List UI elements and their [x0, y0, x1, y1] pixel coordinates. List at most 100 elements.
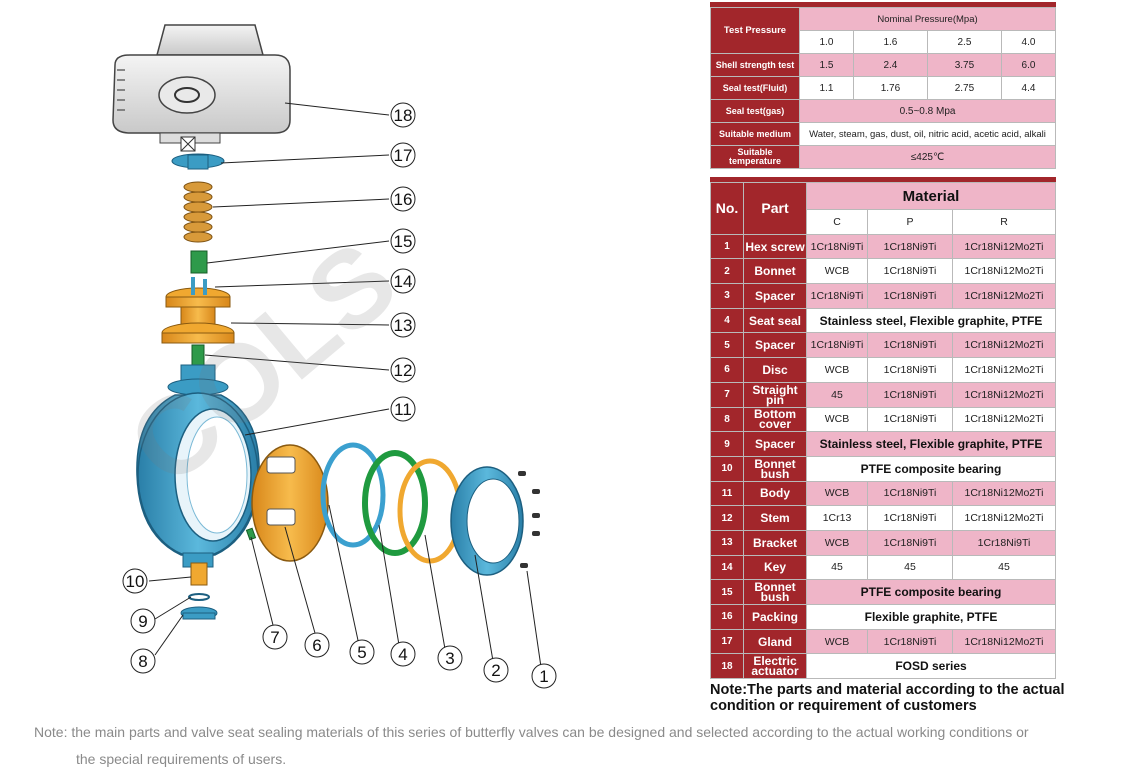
callout-13: 13: [390, 312, 416, 338]
row-material-p: 1Cr18Ni9Ti: [867, 480, 953, 507]
bonnet-bush-upper-part: [190, 250, 208, 274]
callout-15: 15: [390, 228, 416, 254]
page-note: Note: the main parts and valve seat seal…: [34, 719, 1094, 773]
bonnet-bush-lower-part: [190, 562, 208, 586]
disc-part: [251, 444, 329, 562]
grade-c-header: C: [806, 209, 868, 235]
row-part: Bonnet bush: [743, 455, 807, 482]
row-material-c: 1Cr13: [806, 505, 868, 531]
callout-1: 1: [531, 663, 557, 689]
row-material-p: 1Cr18Ni9Ti: [867, 381, 953, 408]
row-part: Disc: [743, 357, 807, 383]
material-table-topbar: [710, 177, 1056, 182]
electric-actuator-part: [112, 24, 291, 152]
row-part: Stem: [743, 505, 807, 531]
row-part: Bottom cover: [743, 406, 807, 433]
callout-17: 17: [390, 142, 416, 168]
callout-10: 10: [122, 568, 148, 594]
row-number: 15: [710, 579, 744, 605]
nominal-value: 1.6: [852, 30, 928, 54]
gland-part: [171, 153, 225, 170]
seal-gas-value: 0.5~0.8 Mpa: [799, 99, 1056, 123]
row-number: 3: [710, 283, 744, 309]
row-part: Packing: [743, 604, 807, 630]
row-material-c: WCB: [806, 357, 868, 383]
row-material-r: 1Cr18Ni12Mo2Ti: [952, 505, 1056, 531]
nominal-value: 4.0: [1000, 30, 1057, 54]
seal-fluid-value: 1.76: [852, 76, 928, 100]
row-material-r: 1Cr18Ni12Mo2Ti: [952, 406, 1056, 433]
row-material-p: 1Cr18Ni9Ti: [867, 283, 953, 309]
row-part: Seat seal: [743, 307, 807, 334]
callout-11: 11: [390, 396, 416, 422]
nominal-pressure-header: Nominal Pressure(Mpa): [799, 7, 1056, 31]
seal-gas-label: Seal test(gas): [710, 99, 800, 123]
leader-lines: [148, 102, 542, 668]
nominal-value: 2.5: [926, 30, 1002, 54]
material-header: Material: [806, 182, 1056, 210]
row-part: Bonnet: [743, 258, 807, 285]
row-material-r: 1Cr18Ni12Mo2Ti: [952, 233, 1056, 260]
callout-16: 16: [390, 186, 416, 212]
row-material-c: WCB: [806, 258, 868, 285]
row-number: 4: [710, 307, 744, 334]
row-number: 5: [710, 332, 744, 359]
row-number: 14: [710, 554, 744, 581]
svg-text:4: 4: [398, 645, 407, 664]
seal-fluid-label: Seal test(Fluid): [710, 76, 800, 100]
row-material-r: 1Cr18Ni9Ti: [952, 529, 1056, 556]
row-part: Spacer: [743, 283, 807, 309]
svg-text:9: 9: [138, 612, 147, 631]
row-number: 11: [710, 480, 744, 507]
svg-text:5: 5: [357, 643, 366, 662]
row-number: 7: [710, 381, 744, 408]
row-material-p: 1Cr18Ni9Ti: [867, 505, 953, 531]
seat-seal-part: [362, 450, 428, 556]
row-material-p: 1Cr18Ni9Ti: [867, 357, 953, 383]
row-material-p: 1Cr18Ni9Ti: [867, 258, 953, 285]
row-material-merged: PTFE composite bearing: [806, 455, 1056, 482]
callout-6: 6: [304, 632, 330, 658]
grade-p-header: P: [867, 209, 953, 235]
row-material-p: 1Cr18Ni9Ti: [867, 628, 953, 655]
medium-label: Suitable medium: [710, 122, 800, 146]
shell-strength-value: 2.4: [852, 53, 928, 77]
callout-7: 7: [262, 624, 288, 650]
row-material-c: 1Cr18Ni9Ti: [806, 332, 868, 359]
row-material-c: WCB: [806, 628, 868, 655]
row-number: 9: [710, 431, 744, 457]
row-material-merged: Stainless steel, Flexible graphite, PTFE: [806, 431, 1056, 457]
svg-text:13: 13: [394, 316, 413, 335]
pressure-table-topbar: [710, 2, 1056, 7]
row-material-merged: FOSD series: [806, 653, 1056, 680]
callout-5: 5: [349, 639, 375, 665]
row-part: Straight pin: [743, 381, 807, 408]
row-number: 13: [710, 529, 744, 556]
shell-strength-value: 3.75: [926, 53, 1002, 77]
row-part: Gland: [743, 628, 807, 655]
row-material-merged: Stainless steel, Flexible graphite, PTFE: [806, 307, 1056, 334]
row-material-c: 45: [806, 381, 868, 408]
row-material-p: 1Cr18Ni9Ti: [867, 332, 953, 359]
svg-text:8: 8: [138, 652, 147, 671]
svg-text:17: 17: [394, 146, 413, 165]
row-material-r: 1Cr18Ni12Mo2Ti: [952, 357, 1056, 383]
seal-fluid-value: 2.75: [926, 76, 1002, 100]
svg-text:14: 14: [394, 272, 413, 291]
callout-2: 2: [483, 657, 509, 683]
part-header: Part: [743, 182, 807, 235]
table-note: Note:The parts and material according to…: [710, 682, 1065, 714]
svg-text:12: 12: [394, 361, 413, 380]
row-part: Key: [743, 554, 807, 581]
